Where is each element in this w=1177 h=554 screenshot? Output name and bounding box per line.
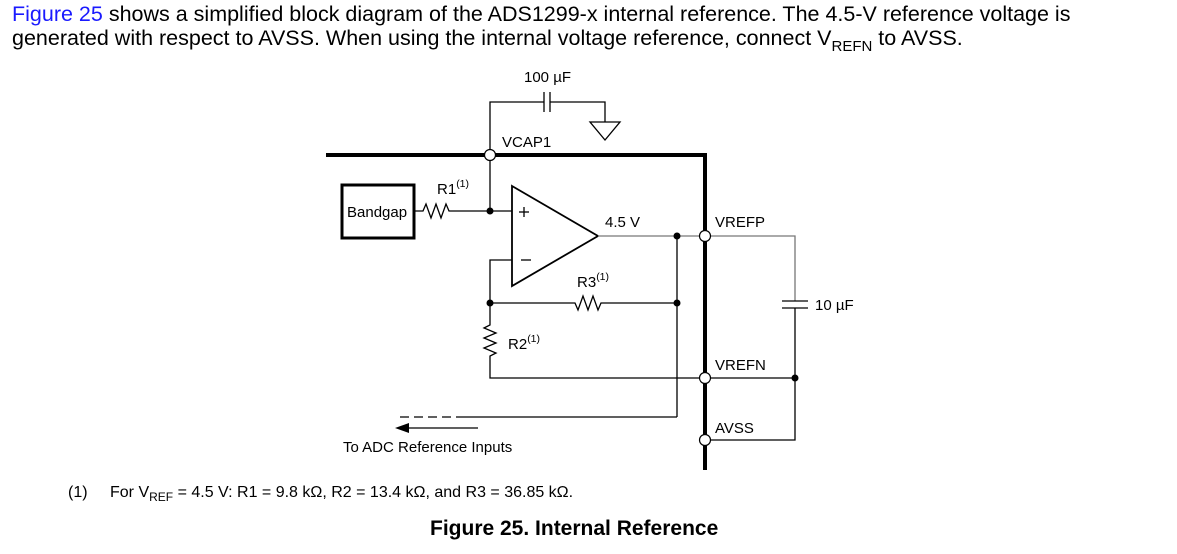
r2-name: R2 bbox=[508, 336, 527, 353]
vrefp-pin bbox=[698, 229, 712, 243]
intro-line2-text-a: generated with respect to AVSS. When usi… bbox=[12, 26, 832, 50]
cap-10uf-label: 10 µF bbox=[815, 297, 854, 314]
opamp-symbol bbox=[511, 184, 600, 288]
intro-paragraph: Figure 25 shows a simplified block diagr… bbox=[12, 2, 1177, 54]
r1-label: R1(1) bbox=[437, 178, 469, 198]
footnote-subscript: REF bbox=[149, 490, 174, 504]
footnote-text-a: For V bbox=[110, 484, 150, 501]
minus-feedback-wire bbox=[489, 259, 512, 303]
vrefn-label: VREFN bbox=[715, 357, 766, 374]
footnote-text-b: = 4.5 V: R1 = 9.8 kΩ, R2 = 13.4 kΩ, and … bbox=[173, 484, 574, 501]
arrow-left-icon bbox=[395, 423, 409, 433]
vcap-wire bbox=[489, 101, 606, 155]
r1-name: R1 bbox=[437, 181, 456, 198]
avss-label: AVSS bbox=[715, 420, 754, 437]
r3-label: R3(1) bbox=[577, 271, 609, 291]
junction-dot bbox=[791, 374, 799, 382]
bandgap-label: Bandgap bbox=[347, 204, 407, 221]
figure-caption: Figure 25. Internal Reference bbox=[430, 517, 719, 540]
r2-label: R2(1) bbox=[508, 333, 540, 353]
avss-pin bbox=[698, 433, 712, 447]
junction-dot bbox=[486, 299, 494, 307]
junction-dot bbox=[673, 232, 681, 240]
r1-resistor bbox=[414, 202, 512, 220]
r3-name: R3 bbox=[577, 274, 596, 291]
cap-100uf-label: 100 µF bbox=[524, 69, 571, 86]
vcap1-label: VCAP1 bbox=[502, 134, 551, 151]
footnote-number: (1) bbox=[68, 484, 88, 501]
chip-boundary-line bbox=[326, 153, 707, 470]
intro-line1-text: shows a simplified block diagram of the … bbox=[102, 2, 1071, 26]
vrefp-label: VREFP bbox=[715, 214, 765, 231]
adc-reference-label: To ADC Reference Inputs bbox=[343, 439, 512, 456]
r2-resistor bbox=[482, 303, 795, 379]
r2-footnote-ref: (1) bbox=[527, 333, 540, 345]
output-voltage-label: 4.5 V bbox=[605, 214, 640, 231]
r3-resistor bbox=[490, 294, 677, 312]
ground-icon bbox=[588, 121, 622, 142]
r1-footnote-ref: (1) bbox=[456, 178, 469, 190]
cap-10uf-lower-wire bbox=[705, 308, 796, 441]
output-wire bbox=[598, 235, 796, 301]
footnote: (1) For VREF = 4.5 V: R1 = 9.8 kΩ, R2 = 1… bbox=[68, 484, 574, 504]
junction-dot bbox=[673, 299, 681, 307]
vrefn-subscript: REFN bbox=[831, 38, 873, 55]
r3-footnote-ref: (1) bbox=[596, 271, 609, 283]
vrefn-pin bbox=[698, 371, 712, 385]
junction-dot bbox=[486, 207, 494, 215]
vcap1-pin bbox=[483, 148, 497, 162]
figure-link[interactable]: Figure 25 bbox=[12, 2, 103, 26]
intro-line2-text-b: to AVSS. bbox=[872, 26, 963, 50]
